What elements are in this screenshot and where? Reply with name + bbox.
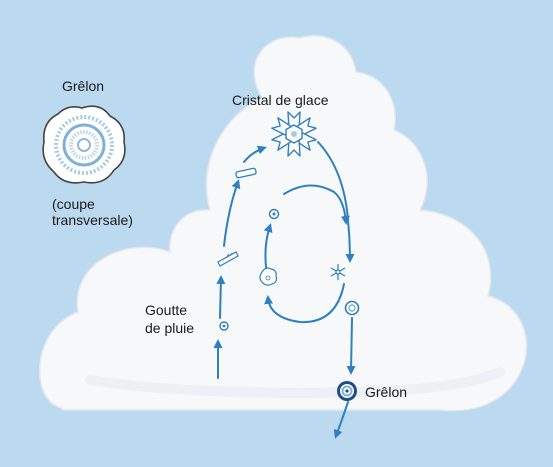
hailstone-label: Grêlon	[365, 384, 408, 400]
small-hail-icon	[344, 300, 360, 316]
graupel-icon	[259, 267, 278, 286]
ice-crystal-label: Cristal de glace	[232, 92, 329, 108]
small-snowflake-icon	[330, 264, 346, 280]
updraft-arrows	[213, 145, 267, 379]
hail-inset-caption-line-2: transversale)	[52, 212, 133, 228]
frozen-droplet-icon	[268, 208, 280, 220]
hail-inset-title: Grêlon	[62, 78, 105, 94]
cloud	[38, 35, 528, 412]
hail-cross-section-icon	[42, 105, 126, 184]
raindrop-icon	[219, 321, 229, 331]
ice-needle-icon	[217, 251, 239, 267]
ice-column-icon	[235, 167, 257, 179]
hail-inset-caption-line-1: (coupe	[52, 196, 95, 212]
raindrop-label-line-1: Goutte	[145, 302, 188, 318]
ice-crystal-icon	[271, 111, 317, 157]
hailstone-icon	[337, 381, 357, 401]
descent-arrows	[317, 141, 356, 439]
raindrop-label-line-2: de pluie	[145, 320, 195, 336]
